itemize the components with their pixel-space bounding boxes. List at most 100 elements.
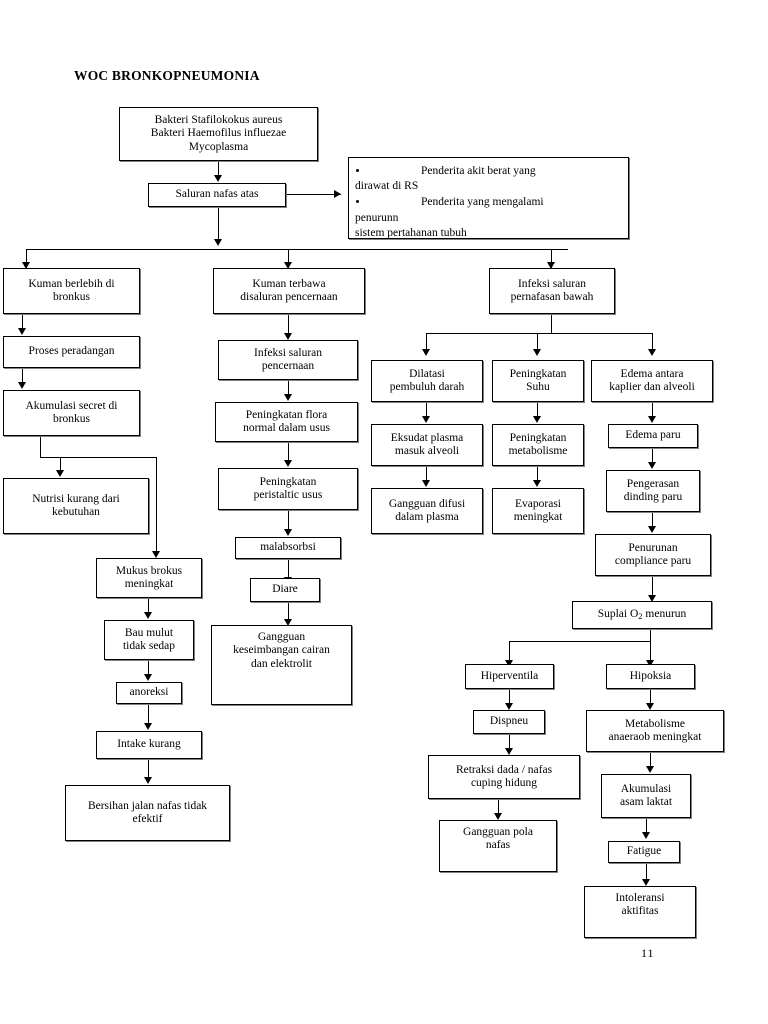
connector-fatigue-intoleransi: [646, 863, 647, 880]
arrowhead-infeksipenc-flora: [284, 394, 292, 401]
node-anoreksi: anoreksi: [116, 682, 182, 704]
connector-flora-peristaltic: [288, 442, 289, 461]
risk-factor-item-1: Penderita akit berat yang dirawat di RS: [355, 164, 622, 194]
connector-bau-anoreksi: [148, 660, 149, 675]
node-fatigue: Fatigue: [608, 841, 680, 863]
connector-anoreksi-intake: [148, 704, 149, 724]
connector-edemaparu-pengerasan: [652, 448, 653, 463]
node-intake-kurang: Intake kurang: [96, 731, 202, 759]
connector-intake-bersihan: [148, 759, 149, 778]
connector-compliance-suplai: [652, 576, 653, 596]
connector-suhu-metabolisme: [537, 402, 538, 417]
arrowhead-split-left: [22, 262, 30, 269]
risk-factor-2-tail2: sistem pertahanan tubuh: [355, 226, 467, 239]
connector-infeksipern-down: [551, 314, 552, 333]
arrowhead-suplai-hipoksia: [646, 660, 654, 667]
connector-diare-gangguan: [288, 602, 289, 620]
arrowhead-dilatasi-eksudat: [422, 416, 430, 423]
connector-pengerasan-compliance: [652, 512, 653, 527]
connector-hiperventila-dispneu: [509, 689, 510, 704]
arrowhead-resp-left: [422, 349, 430, 356]
connector-edemaantara-edemaparu: [652, 402, 653, 417]
node-proses-peradangan: Proses peradangan: [3, 336, 140, 368]
arrowhead-resp-right: [648, 349, 656, 356]
arrowhead-kumanpenc-infeksi: [284, 333, 292, 340]
arrowhead-compliance-suplai: [648, 595, 656, 602]
arrowhead-flora-peristaltic: [284, 460, 292, 467]
risk-factors-box: Penderita akit berat yang dirawat di RS …: [348, 157, 629, 239]
risk-factor-2-head: Penderita yang mengalami: [421, 196, 544, 209]
arrowhead-split-right: [547, 262, 555, 269]
connector-akumulasi-down: [40, 436, 41, 457]
node-suplai-o2: Suplai O2 menurun: [572, 601, 712, 629]
arrowhead-proses-akumulasi: [18, 382, 26, 389]
arrowhead-mukus-bau: [144, 612, 152, 619]
connector-infeksipenc-flora: [288, 380, 289, 395]
arrowhead-dispneu-retraksi: [505, 748, 513, 755]
arrowhead-akumulasi-fatigue: [642, 832, 650, 839]
connector-kuman-proses: [22, 314, 23, 329]
connector-mukus-bau: [148, 598, 149, 613]
connector-retraksi-gangguanpola: [498, 799, 499, 814]
suplai-o2-text: Suplai O2 menurun: [597, 608, 687, 622]
connector-split-right: [551, 249, 552, 268]
connector-resp-bus: [426, 333, 652, 334]
connector-akumulasi-fatigue: [646, 818, 647, 833]
page-title: WOC BRONKOPNEUMONIA: [74, 68, 260, 83]
arrowhead-hipoksia-metabolisme: [646, 703, 654, 710]
connector-saluran-down: [218, 207, 219, 240]
arrowhead-edemaparu-pengerasan: [648, 462, 656, 469]
arrowhead-anoreksi-intake: [144, 723, 152, 730]
page-number: 11: [641, 946, 655, 960]
node-edema-paru: Edema paru: [608, 424, 698, 448]
arrowhead-resp-mid: [533, 349, 541, 356]
risk-factor-1-tail: dirawat di RS: [355, 180, 419, 193]
arrowhead-akumulasi-mukus: [152, 551, 160, 558]
node-diare: Diare: [250, 578, 320, 602]
arrowhead-akumulasi-nutrisi: [56, 470, 64, 477]
arrowhead-saluran-riskbox: [334, 190, 341, 198]
connector-bakteri-saluran: [218, 161, 219, 176]
connector-metabolisme-evaporasi: [537, 466, 538, 481]
connector-suplai-hiperventila: [509, 641, 510, 661]
node-dispneu: Dispneu: [473, 710, 545, 734]
arrowhead-hiperventila-dispneu: [505, 703, 513, 710]
arrowhead-metabolisme-evaporasi: [533, 480, 541, 487]
connector-resp-mid: [537, 333, 538, 350]
connector-akumulasi-bus: [40, 457, 156, 458]
arrowhead-split-center: [214, 239, 222, 246]
connector-kumanpenc-infeksi: [288, 314, 289, 334]
connector-peristaltic-malabsorbsi: [288, 510, 289, 530]
node-saluran-nafas-atas: Saluran nafas atas: [148, 183, 286, 207]
arrowhead-fatigue-intoleransi: [642, 879, 650, 886]
connector-metabolisme-akumulasi: [650, 752, 651, 767]
connector-split-mid: [288, 249, 289, 268]
arrowhead-pengerasan-compliance: [648, 526, 656, 533]
connector-eksudat-difusi: [426, 466, 427, 481]
arrowhead-metabolisme-akumulasi: [646, 766, 654, 773]
connector-malabsorbsi-diare: [288, 559, 289, 578]
